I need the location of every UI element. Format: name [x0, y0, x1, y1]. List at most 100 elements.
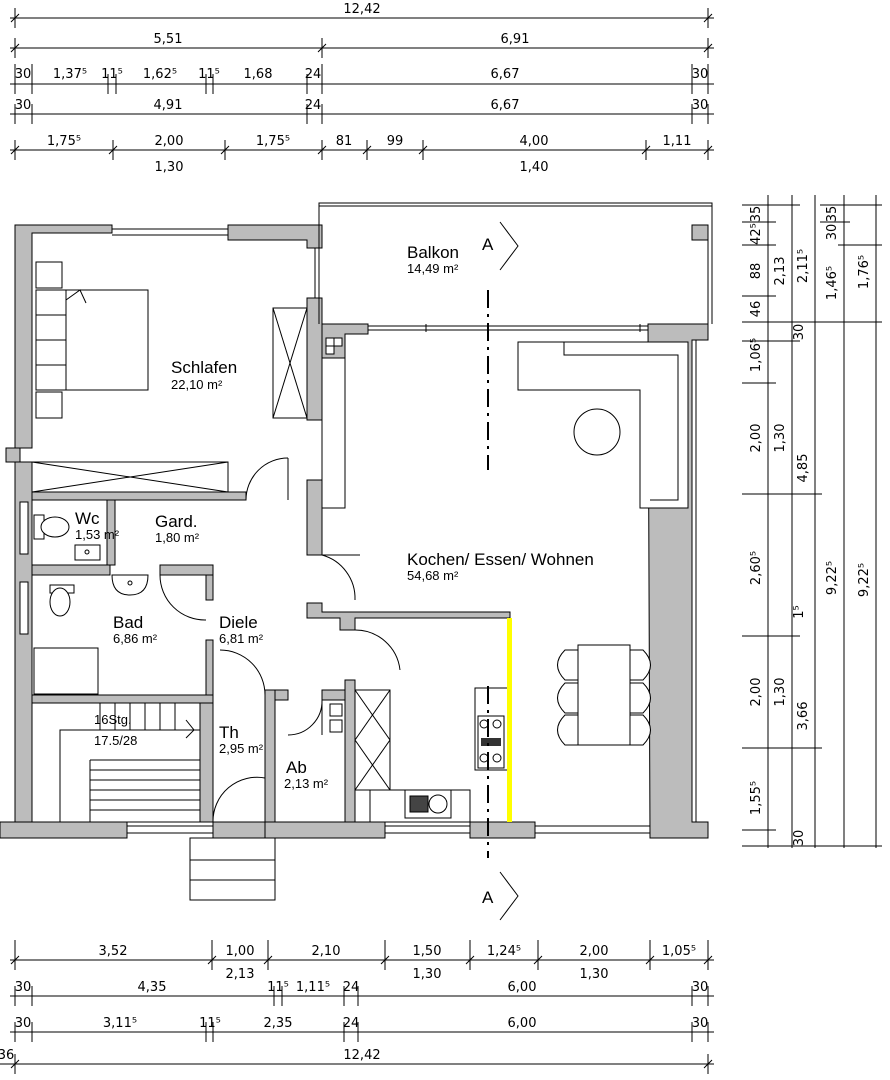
- dim-right-c1-9: 1,55⁵: [749, 781, 764, 815]
- dim-top-r4-0: 1,75⁵: [47, 134, 81, 149]
- dim-right-c3-1: 4,85: [796, 454, 811, 483]
- dim-right-c1-10: 30: [792, 830, 807, 847]
- dim-bot-r2-0: 30: [15, 980, 32, 995]
- dim-top-r4b-1: 1,40: [520, 160, 549, 175]
- room-kochen-name: Kochen/ Essen/ Wohnen: [407, 550, 594, 569]
- bottom-dimensions: 3,52 1,00 2,10 1,50 1,24⁵ 2,00 1,05⁵ 2,1…: [0, 940, 714, 1074]
- section-label-bottom: A: [482, 888, 494, 907]
- dim-bot-r4-0: 36: [0, 1048, 14, 1063]
- dim-top-r2-8: 30: [692, 67, 709, 82]
- room-diele-area: 6,81 m²: [219, 631, 264, 646]
- dim-top-r2-3: 1,62⁵: [143, 67, 177, 82]
- dim-bot-r3-6: 30: [692, 1016, 709, 1031]
- dim-bot-r1-0: 3,52: [99, 944, 128, 959]
- dim-top-r4b-0: 1,30: [155, 160, 184, 175]
- stairs-ratio: 17.5/28: [94, 733, 137, 748]
- room-th-name: Th: [219, 723, 239, 742]
- dim-right-c1-5: 1,06⁵: [749, 338, 764, 372]
- dim-bot-r3-1: 3,11⁵: [103, 1016, 137, 1031]
- room-wc-name: Wc: [75, 509, 100, 528]
- dim-top-r4-1: 2,00: [155, 134, 184, 149]
- dim-bot-r1-3: 1,50: [413, 944, 442, 959]
- room-diele-name: Diele: [219, 613, 258, 632]
- dim-bot-r2-1: 4,35: [138, 980, 167, 995]
- dim-bot-r2-4: 24: [343, 980, 360, 995]
- room-balkon-area: 14,49 m²: [407, 261, 459, 276]
- room-gard-area: 1,80 m²: [155, 530, 200, 545]
- dim-right-c3-2: 3,66: [796, 702, 811, 731]
- dim-top-r4-4: 99: [387, 134, 404, 149]
- dim-total-top: 12,42: [343, 2, 380, 17]
- dim-bot-r2-5: 6,00: [508, 980, 537, 995]
- dim-right-c4-2: 1,46⁵: [825, 266, 840, 300]
- dim-top-r2-6: 24: [305, 67, 322, 82]
- dim-bot-r1b-1: 1,30: [413, 967, 442, 982]
- dim-bot-r3-5: 6,00: [508, 1016, 537, 1031]
- dim-top-r2-0: 30: [15, 67, 32, 82]
- dim-bot-r1b-2: 1,30: [580, 967, 609, 982]
- dim-right-c2-0: 2,13: [773, 257, 788, 286]
- dim-top-r2-2: 11⁵: [101, 67, 123, 82]
- room-bad-area: 6,86 m²: [113, 631, 158, 646]
- dim-top-r4-5: 4,00: [520, 134, 549, 149]
- dim-bot-r4-1: 12,42: [343, 1048, 380, 1063]
- dim-right-c2-2: 1⁵: [792, 605, 807, 618]
- dim-right-c1-8: 2,00: [749, 678, 764, 707]
- dim-bot-r2-3: 1,11⁵: [296, 980, 330, 995]
- dim-top-r4-2: 1,75⁵: [256, 134, 290, 149]
- furniture: [31, 261, 689, 823]
- dim-right-c1-3: 46: [749, 301, 764, 318]
- room-bad-name: Bad: [113, 613, 143, 632]
- dim-bot-r1-5: 2,00: [580, 944, 609, 959]
- room-schlafen-name: Schlafen: [171, 358, 237, 377]
- dim-top-r1-b: 6,91: [501, 32, 530, 47]
- dim-right-c1-7: 2,60⁵: [749, 551, 764, 585]
- dim-bot-r3-3: 2,35: [264, 1016, 293, 1031]
- section-label-top: A: [482, 235, 494, 254]
- room-kochen-area: 54,68 m²: [407, 568, 459, 583]
- dim-top-r2-4: 11⁵: [198, 67, 220, 82]
- dim-top-r3-1: 4,91: [154, 98, 183, 113]
- dim-top-r2-7: 6,67: [491, 67, 520, 82]
- dim-right-c1-2: 88: [749, 263, 764, 280]
- dim-right-c2-3: 1,30: [773, 678, 788, 707]
- dim-bot-r3-4: 24: [343, 1016, 360, 1031]
- dim-bot-r1-2: 2,10: [312, 944, 341, 959]
- dim-bot-r1-1: 1,00: [226, 944, 255, 959]
- dim-bot-r2-2: 11⁵: [267, 980, 289, 995]
- dim-top-r4-6: 1,11: [663, 134, 692, 149]
- dim-right-c1-1: 42⁵: [749, 223, 764, 245]
- dim-top-r2-5: 1,68: [244, 67, 273, 82]
- room-ab-name: Ab: [286, 758, 307, 777]
- room-labels: Balkon 14,49 m² Schlafen 22,10 m² Wc 1,5…: [75, 243, 594, 791]
- dim-right-c2-1: 1,30: [773, 424, 788, 453]
- dim-right-c4-0: 35: [825, 206, 840, 223]
- dim-top-r3-2: 24: [305, 98, 322, 113]
- dim-bot-r3-0: 30: [15, 1016, 32, 1031]
- right-dimensions: 35 42⁵ 88 46 30 1,06⁵ 2,00 2,60⁵ 2,00 1,…: [742, 195, 882, 848]
- dim-bot-r1-4: 1,24⁵: [487, 944, 521, 959]
- dim-top-r2-1: 1,37⁵: [53, 67, 87, 82]
- room-th-area: 2,95 m²: [219, 741, 264, 756]
- dim-right-c4-1: 30: [825, 224, 840, 241]
- room-gard-name: Gard.: [155, 512, 198, 531]
- dim-bot-r2-6: 30: [692, 980, 709, 995]
- room-wc-area: 1,53 m²: [75, 527, 120, 542]
- dim-right-c5-1: 9,22⁵: [857, 563, 872, 597]
- dim-right-c1-0: 35: [749, 206, 764, 223]
- stairs-steps: 16Stg.: [94, 712, 132, 727]
- dim-top-r3-0: 30: [15, 98, 32, 113]
- room-balkon-name: Balkon: [407, 243, 459, 262]
- room-schlafen-area: 22,10 m²: [171, 377, 223, 392]
- dim-top-r1-a: 5,51: [154, 32, 183, 47]
- dim-right-c4-3: 9,22⁵: [825, 561, 840, 595]
- dim-top-r3-3: 6,67: [491, 98, 520, 113]
- dim-bot-r1b-0: 2,13: [226, 967, 255, 982]
- room-ab-area: 2,13 m²: [284, 776, 329, 791]
- dim-right-c1-4: 30: [792, 324, 807, 341]
- dim-bot-r1-6: 1,05⁵: [662, 944, 696, 959]
- dim-right-c1-6: 2,00: [749, 424, 764, 453]
- dim-right-c3-0: 2,11⁵: [796, 249, 811, 283]
- section-line: A A: [482, 221, 519, 921]
- dim-bot-r3-2: 11⁵: [199, 1016, 221, 1031]
